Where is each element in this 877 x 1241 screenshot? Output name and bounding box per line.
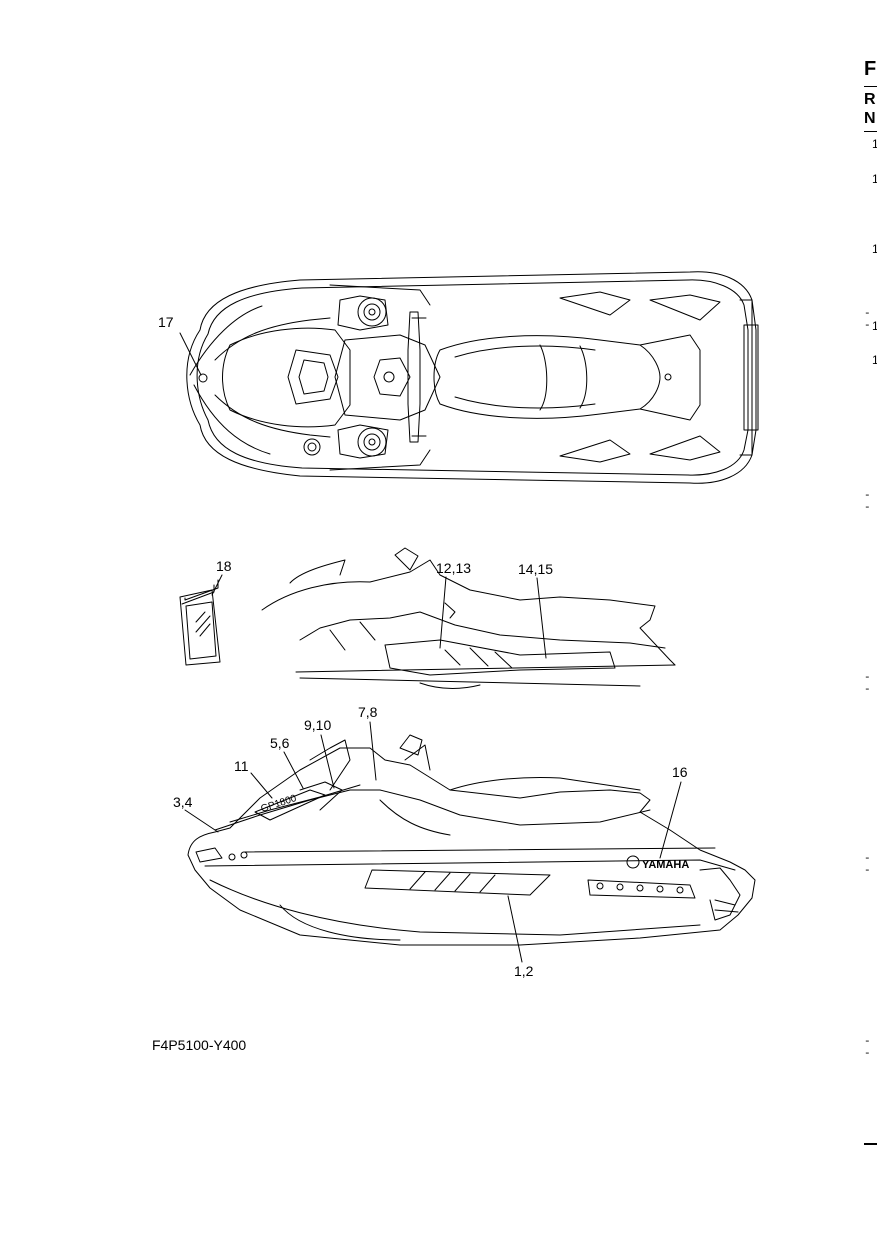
edge-dash: - - [864, 853, 871, 877]
brand-decal-text: YAMAHA [642, 859, 689, 871]
edge-rule [864, 86, 877, 87]
edge-dash: - - [864, 672, 871, 696]
callout-17: 17 [158, 314, 174, 330]
edge-rule [864, 131, 877, 132]
edge-heading: F [864, 58, 877, 80]
edge-num: 1 [872, 242, 877, 256]
callout-16: 16 [672, 764, 688, 780]
edge-dash: - - [864, 308, 871, 332]
callout-12-13: 12,13 [436, 560, 472, 576]
figure-code: F4P5100-Y400 [152, 1037, 247, 1053]
manual-icon [179, 579, 221, 666]
callout-7-8: 7,8 [358, 704, 378, 720]
edge-col-r: R [864, 91, 876, 108]
callout-1-2: 1,2 [514, 963, 534, 979]
edge-dash: - - [864, 1036, 871, 1060]
edge-num: 1 [872, 137, 877, 151]
leader-17 [179, 332, 202, 376]
edge-num: 1 [872, 319, 877, 333]
top-view-hull [186, 271, 759, 484]
bottom-side-view: GP1800 YAMAHA [187, 734, 756, 946]
callout-3-4: 3,4 [173, 794, 193, 810]
leader-12-13 [439, 576, 447, 649]
callout-9-10: 9,10 [304, 717, 332, 733]
edge-num: 1 [872, 353, 877, 367]
leader-11 [250, 772, 273, 799]
leader-9-10 [320, 734, 335, 789]
edge-rule [864, 1143, 877, 1145]
bow-decal-lettering: GP1800 [260, 793, 299, 815]
callout-14-15: 14,15 [518, 561, 554, 577]
edge-col-n: N [864, 110, 876, 127]
leader-14-15 [536, 577, 547, 659]
edge-dash: - - [864, 490, 871, 514]
middle-side-view [261, 547, 676, 689]
callout-18: 18 [216, 558, 232, 574]
edge-num: 1 [872, 172, 877, 186]
leader-3-4 [184, 809, 219, 833]
callout-11: 11 [234, 758, 249, 774]
leader-7-8 [369, 721, 377, 781]
leader-18 [211, 574, 223, 596]
leader-16 [659, 781, 682, 859]
leader-5-6 [283, 751, 304, 789]
leader-1-2 [507, 895, 523, 963]
callout-5-6: 5,6 [270, 735, 290, 751]
